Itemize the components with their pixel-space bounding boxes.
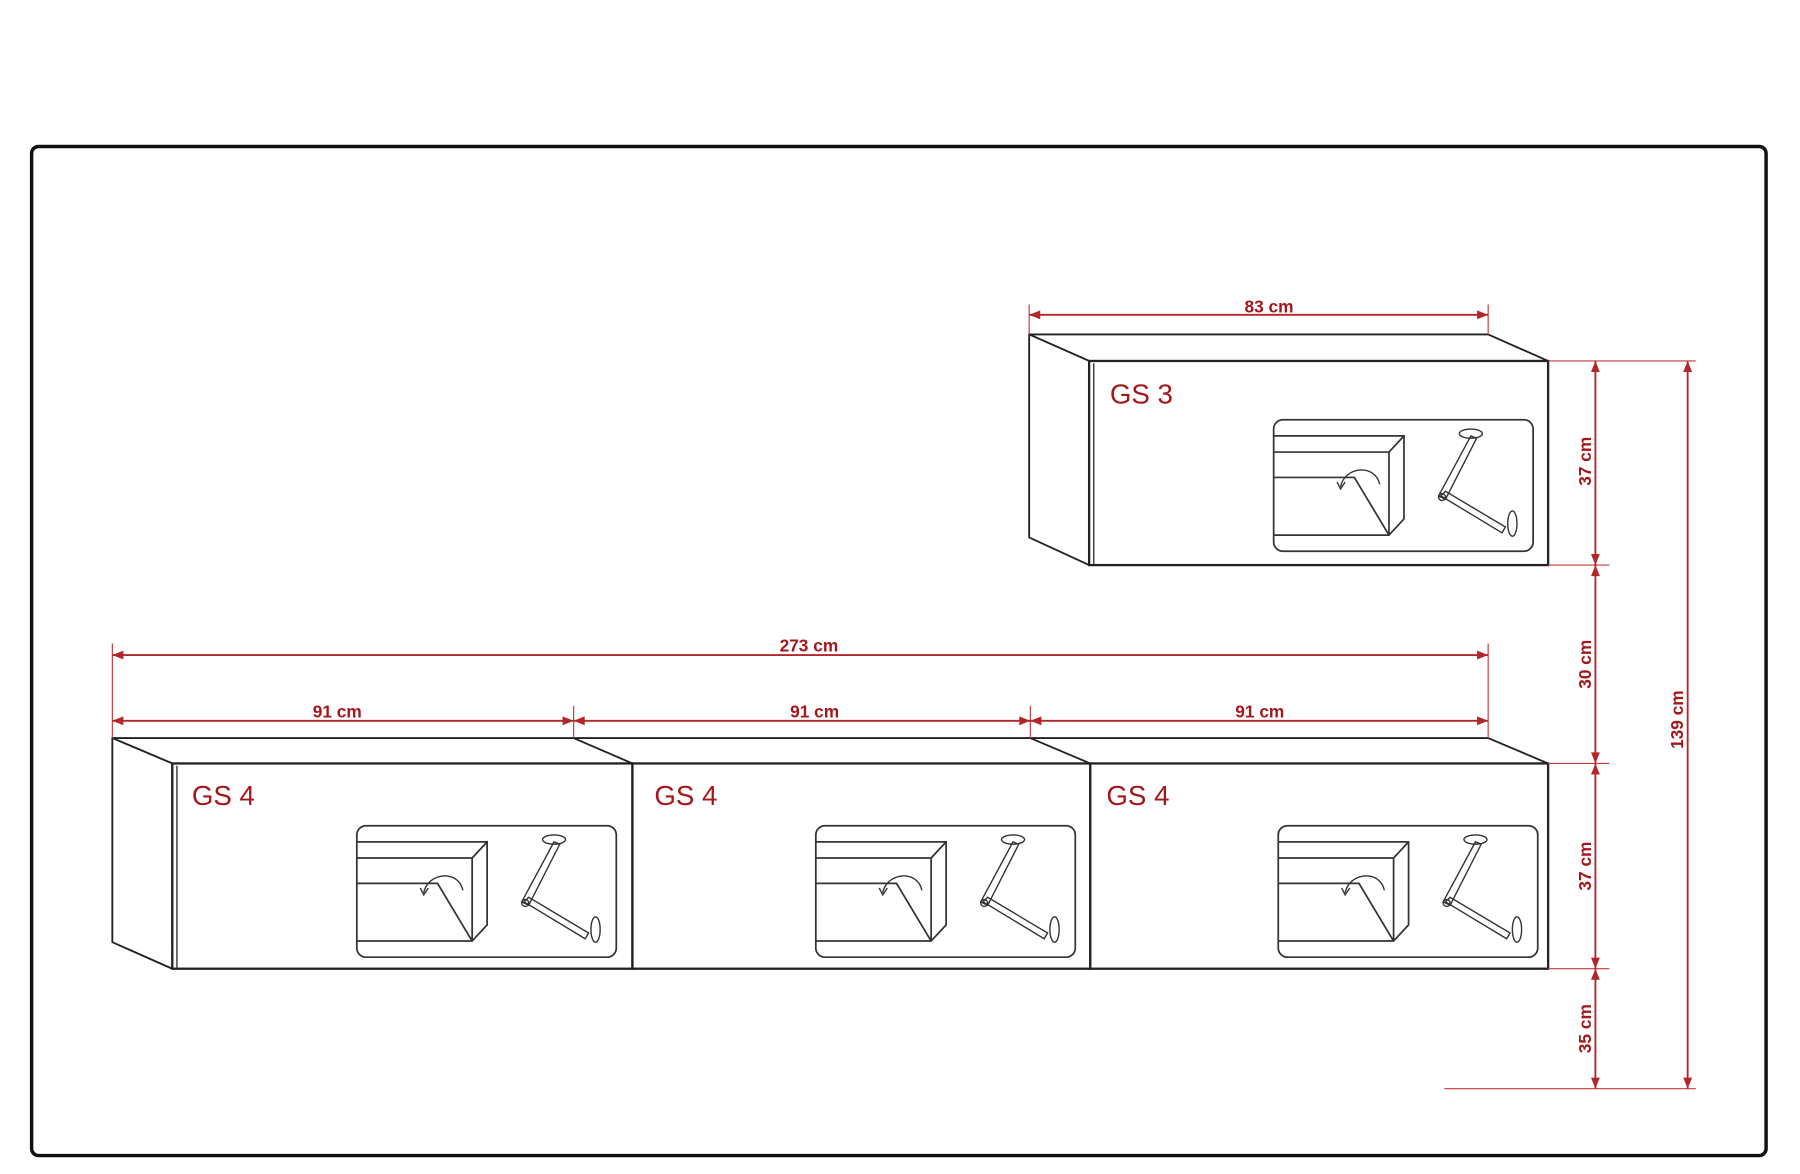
dimension-top-width: 83 cm bbox=[1245, 297, 1294, 317]
dimension-floor-clearance: 35 cm bbox=[1575, 1004, 1595, 1053]
vertical-dimensions: 37 cm 30 cm 37 cm 35 cm 139 cm bbox=[1444, 360, 1696, 1090]
cabinet-front-1 bbox=[171, 762, 634, 970]
dimension-top-height: 37 cm bbox=[1575, 437, 1595, 486]
dimension-bottom-height: 37 cm bbox=[1575, 842, 1595, 891]
cabinet-row-gs4: GS 4 GS 4 GS 4 bbox=[111, 737, 1550, 970]
module-label: GS 4 bbox=[1106, 780, 1169, 811]
cabinet-side-face bbox=[1028, 333, 1091, 567]
dimension-module-width: 91 cm bbox=[313, 701, 362, 721]
cabinet-front-2 bbox=[631, 762, 1092, 970]
cabinet-side-face bbox=[111, 737, 174, 970]
module-label: GS 3 bbox=[1110, 379, 1173, 410]
cabinet-front-3 bbox=[1089, 762, 1550, 970]
cabinet-gs3: GS 3 bbox=[1028, 333, 1550, 567]
drawing-frame bbox=[29, 144, 1768, 1158]
dimension-module-width: 91 cm bbox=[1235, 701, 1284, 721]
dimension-gap: 30 cm bbox=[1575, 640, 1595, 689]
cabinet-top-face bbox=[1028, 333, 1550, 362]
dimension-total-height: 139 cm bbox=[1667, 690, 1687, 749]
module-label: GS 4 bbox=[192, 780, 255, 811]
cabinet-top-face bbox=[111, 737, 1550, 765]
horizontal-dimensions: 83 cm 273 cm 91 cm 91 cm 91 cm bbox=[111, 297, 1489, 739]
dimension-total-width: 273 cm bbox=[780, 636, 839, 656]
module-label: GS 4 bbox=[654, 780, 717, 811]
cabinet-front bbox=[1087, 359, 1550, 567]
dimension-module-width: 91 cm bbox=[790, 701, 839, 721]
